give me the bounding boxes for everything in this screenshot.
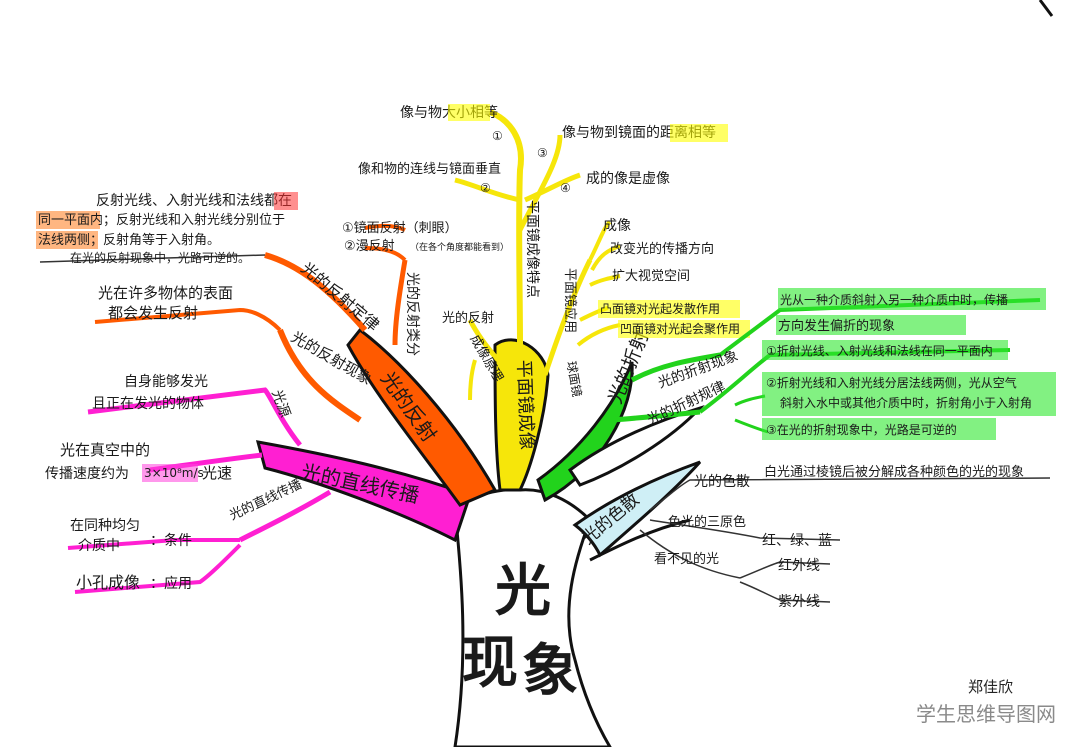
mirror-features-title: 平面镜成像特点	[524, 200, 540, 298]
mirror-num2: ②	[480, 181, 491, 195]
branch-mirror	[493, 338, 550, 492]
mirror-a5: 凹面镜对光起会聚作用	[620, 321, 740, 336]
branch-twig-right	[567, 404, 705, 487]
straight-cond-label: ：条件	[150, 532, 192, 549]
reflection-t2note: （在各个角度都能看到）	[410, 241, 509, 253]
center-char-1: 光	[495, 559, 551, 624]
refraction-l3: ③在光的折射现象中，光路是可逆的	[766, 422, 957, 437]
dispersion-invisible-title: 看不见的光	[654, 551, 719, 567]
reflection-law-title: 光的反射定律	[297, 259, 383, 335]
reflection-law4: 在光的反射现象中，光路可逆的。	[70, 250, 250, 265]
branch-straight	[255, 440, 472, 543]
refraction-trunk-label: 光的折射	[604, 328, 653, 407]
reflection-subtree	[39, 223, 408, 423]
mirror-subtree	[454, 109, 621, 401]
dispersion-def-title: 光的色散	[694, 473, 750, 490]
straight-cond2: 介质中	[78, 538, 120, 554]
dispersion-ir: 红外线	[778, 558, 820, 574]
mirror-principle: 光的反射	[442, 310, 494, 326]
reflection-law3: 法线两侧；反射角等于入射角。	[38, 232, 220, 248]
mirror-a2: 改变光的传播方向	[610, 241, 714, 257]
mirror-a1: 成像	[603, 218, 631, 234]
branch-reflection	[346, 327, 498, 507]
center-char-2: 现	[462, 631, 518, 696]
straight-cond-title: 光的直线传播	[227, 476, 304, 523]
mirror-other: 球面镜	[564, 360, 585, 398]
reflection-phen1: 光在许多物体的表面	[98, 284, 233, 302]
reflection-t1: ①镜面反射（刺眼）	[342, 220, 458, 236]
refraction-l1: ①折射光线、入射光线和法线在同一平面内	[766, 343, 993, 358]
center-char-3: 象	[522, 639, 578, 704]
refraction-def-title: 光的折射现象	[656, 348, 740, 392]
mirror-a3: 扩大视觉空间	[612, 269, 690, 284]
straight-speed-title: 光速	[202, 464, 232, 482]
refraction-l2a: ②折射光线和入射光线分居法线两侧，光从空气	[766, 375, 1017, 390]
straight-cond1: 在同种均匀	[70, 518, 140, 534]
branch-refraction	[536, 361, 634, 503]
refraction-def1: 光从一种介质斜射入另一种介质中时，传播	[780, 292, 1008, 307]
branch-twig-lower	[589, 518, 691, 562]
watermark: 学生思维导图网	[916, 702, 1056, 726]
corner-mark	[1038, 0, 1054, 17]
straight-app-label: ：应用	[150, 575, 192, 592]
straight-speed1: 光在真空中的	[60, 441, 150, 459]
dispersion-def: 白光通过棱镜后被分解成各种颜色的光的现象	[764, 464, 1024, 480]
straight-speed2: 传播速度约为	[45, 466, 129, 482]
mirror-num1: ①	[492, 129, 503, 143]
reflection-law2: 同一平面内；反射光线和入射光线分别位于	[38, 212, 285, 228]
straight-speed-val: 3×10⁸m/s	[144, 466, 204, 480]
refraction-l2b: 斜射入水中或其他介质中时，折射角小于入射角	[780, 395, 1032, 410]
reflection-phen2: 都会发生反射	[108, 304, 198, 322]
dispersion-primary: 红、绿、蓝	[762, 533, 832, 549]
mirror-f2: 像和物的连线与镜面垂直	[358, 161, 501, 177]
mirror-f4: 成的像是虚像	[586, 171, 670, 187]
mirror-a4: 凸面镜对光起发散作用	[600, 301, 720, 316]
dispersion-subtree	[639, 477, 1051, 603]
mirror-num4: ④	[560, 181, 571, 195]
author-signature: 郑佳欣	[968, 678, 1014, 696]
straight-app1: 小孔成像	[76, 573, 140, 592]
mirror-app-title: 平面镜应用	[562, 268, 578, 333]
mirror-trunk-label: 平面镜成像	[513, 359, 537, 450]
straight-src2: 且正在发光的物体	[92, 396, 204, 412]
reflection-types-title: 光的反射类分	[404, 272, 420, 356]
straight-src1: 自身能够发光	[124, 374, 208, 390]
reflection-law1: 反射光线、入射光线和法线都在	[96, 193, 292, 209]
dispersion-primary-title: 色光的三原色	[668, 514, 746, 530]
branch-dispersion	[572, 460, 702, 558]
reflection-t2: ②漫反射	[344, 238, 395, 254]
refraction-def2: 方向发生偏折的现象	[778, 318, 895, 334]
dispersion-uv: 紫外线	[778, 594, 820, 610]
mirror-num3: ③	[537, 146, 548, 160]
